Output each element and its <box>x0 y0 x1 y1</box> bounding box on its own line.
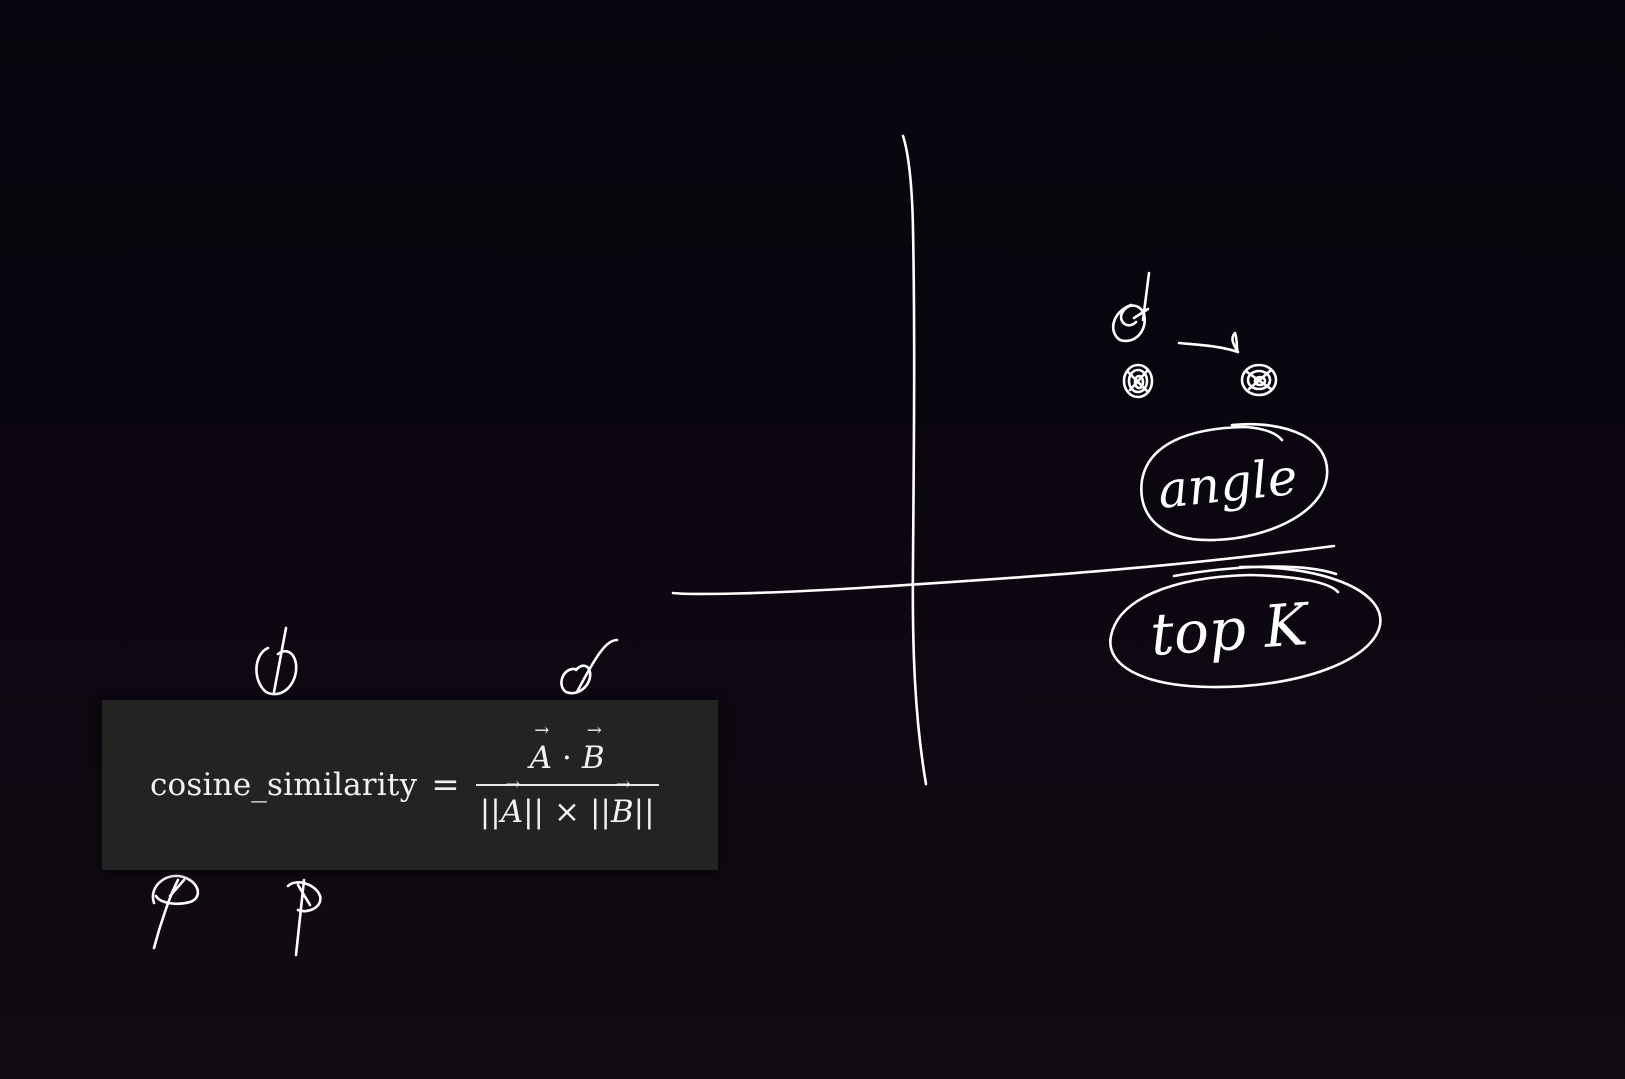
formula-equals: = <box>431 765 460 805</box>
top-k-oval <box>1109 565 1382 689</box>
dot-operator: · <box>562 740 572 777</box>
formula-numerator: A· B <box>524 720 611 784</box>
cosine-similarity-formula: cosine_similarity = A·B ||A||×||B|| <box>150 700 659 870</box>
vector-mark-sketch <box>1111 271 1151 343</box>
norm-open-b: || <box>589 793 611 830</box>
query-mark-b-sketch <box>286 878 322 957</box>
fraction-bar <box>475 784 659 786</box>
formula-fraction: A·B ||A||×||B|| <box>475 720 659 830</box>
vector-b-norm: B <box>611 774 634 830</box>
vector-a: A <box>530 720 553 776</box>
norm-close-b: || <box>633 793 655 830</box>
vector-dot-right <box>1240 363 1278 397</box>
formula-denominator: ||A||×||B|| <box>476 774 659 830</box>
norm-open-a: || <box>479 793 501 830</box>
times-operator: × <box>553 793 580 830</box>
vector-a-norm: A <box>501 774 524 830</box>
angle-oval <box>1140 422 1329 542</box>
x-axis-stroke <box>671 544 1336 596</box>
arrow-mark-sketch <box>1177 331 1240 354</box>
formula-lhs: cosine_similarity <box>150 767 418 803</box>
top-k-label: top K <box>1148 590 1313 669</box>
vector-mark-a-sketch <box>255 626 298 696</box>
vector-mark-b-sketch <box>560 638 619 695</box>
vector-b: B <box>582 720 605 776</box>
vector-dot-left <box>1122 363 1154 399</box>
formula-card[interactable]: cosine_similarity = A·B ||A||×||B|| <box>102 700 718 870</box>
query-mark-a-sketch <box>151 874 200 950</box>
y-axis-stroke <box>901 134 928 786</box>
angle-label: angle <box>1155 448 1300 520</box>
norm-close-a: || <box>523 793 544 830</box>
